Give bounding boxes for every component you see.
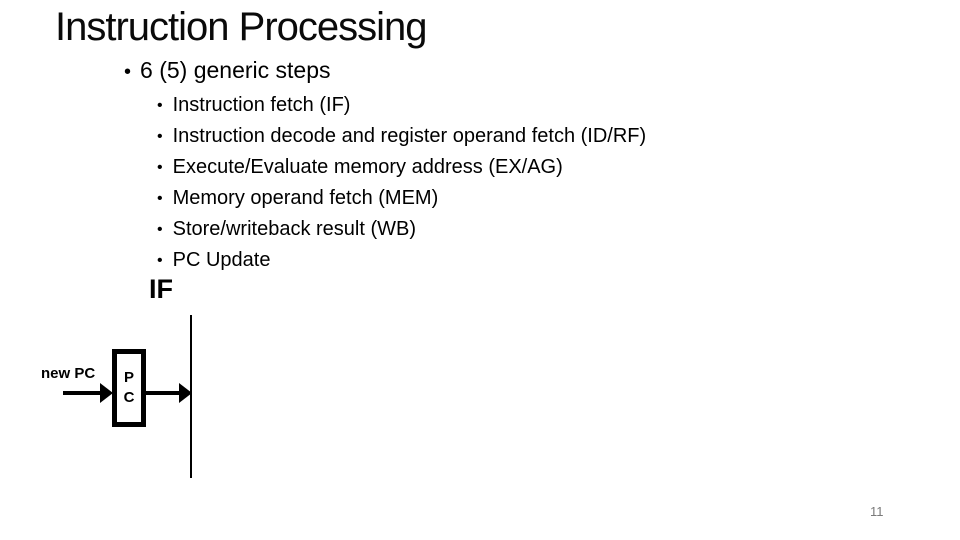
- step-label: Execute/Evaluate memory address (EX/AG): [172, 156, 563, 178]
- step-item: • Instruction fetch (IF): [157, 90, 646, 121]
- step-item: • Store/writeback result (WB): [157, 214, 646, 245]
- bullet-icon: •: [157, 251, 163, 269]
- stage-label-if: IF: [149, 274, 173, 304]
- new-pc-arrow: [63, 383, 113, 403]
- step-item: • Execute/Evaluate memory address (EX/AG…: [157, 152, 646, 183]
- stage-boundary-line: [190, 315, 192, 478]
- arrowhead-right-icon: [179, 383, 192, 403]
- pc-box-line: P: [123, 369, 134, 386]
- page-number: 11: [870, 504, 884, 519]
- main-bullet: • 6 (5) generic steps: [124, 57, 331, 84]
- step-label: Instruction fetch (IF): [172, 94, 351, 116]
- main-bullet-label: 6 (5) generic steps: [140, 57, 331, 83]
- step-label: PC Update: [172, 249, 271, 271]
- bullet-icon: •: [157, 220, 163, 238]
- steps-list: • Instruction fetch (IF) • Instruction d…: [157, 90, 646, 276]
- arrowhead-right-icon: [100, 383, 113, 403]
- arrow-shaft: [146, 391, 181, 395]
- step-item: • Instruction decode and register operan…: [157, 121, 646, 152]
- step-label: Instruction decode and register operand …: [172, 125, 647, 147]
- step-label: Memory operand fetch (MEM): [172, 187, 439, 209]
- slide-title: Instruction Processing: [55, 5, 428, 49]
- pc-box-line: C: [123, 389, 135, 406]
- bullet-icon: •: [124, 61, 132, 83]
- pc-output-arrow: [146, 383, 192, 403]
- step-label: Store/writeback result (WB): [172, 218, 416, 240]
- arrow-shaft: [63, 391, 101, 395]
- bullet-icon: •: [157, 127, 163, 145]
- new-pc-label: new PC: [41, 365, 96, 382]
- step-item: • Memory operand fetch (MEM): [157, 183, 646, 214]
- pc-register-box: P C: [112, 349, 146, 427]
- step-item: • PC Update: [157, 245, 646, 276]
- bullet-icon: •: [157, 96, 163, 114]
- bullet-icon: •: [157, 189, 163, 207]
- bullet-icon: •: [157, 158, 163, 176]
